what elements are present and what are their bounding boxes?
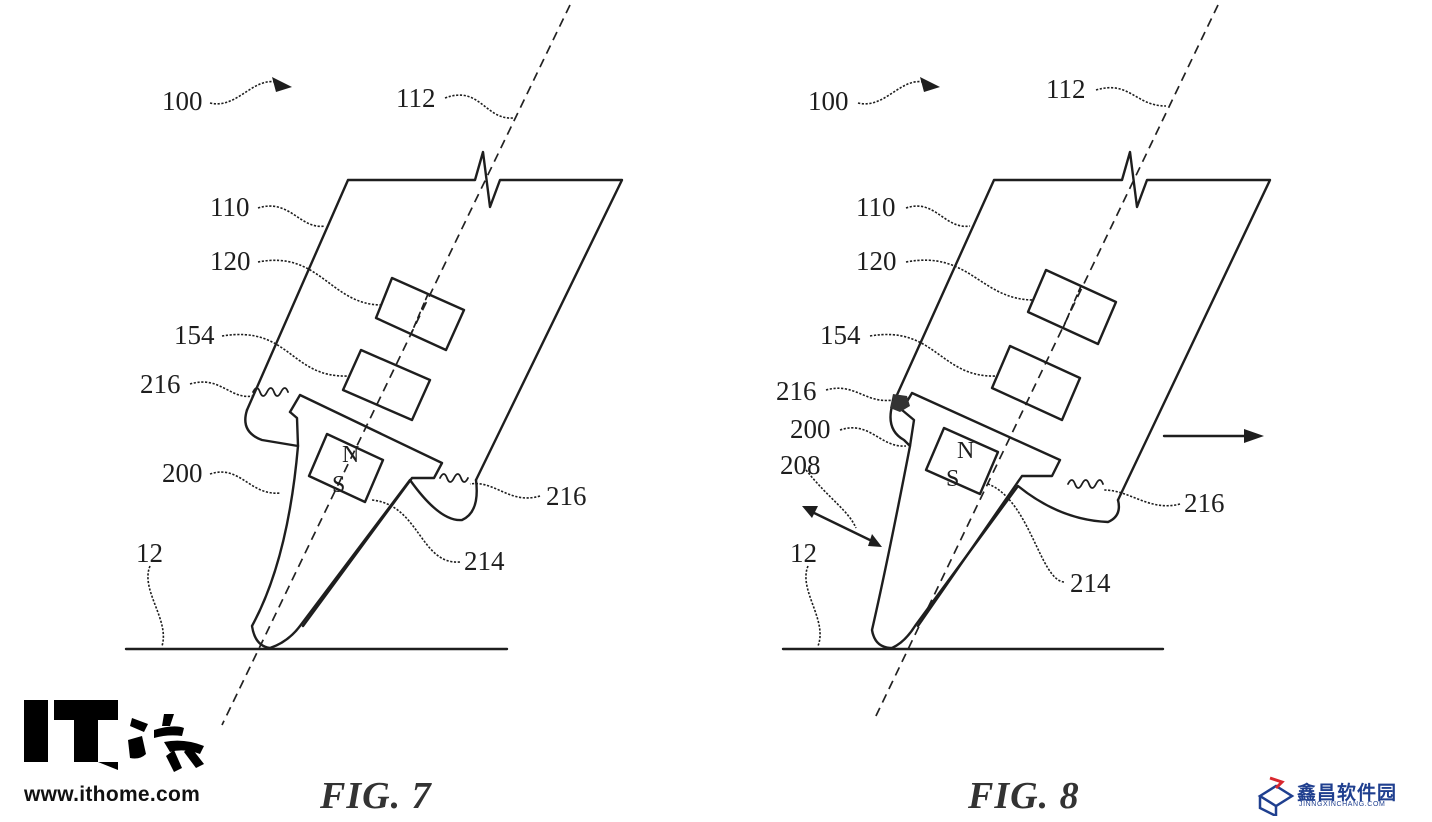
label-100: 100 xyxy=(808,86,849,116)
component-120-axis xyxy=(410,293,429,335)
figure-7: N S 100 112 110 120 154 216 200 216 214 … xyxy=(124,4,624,817)
label-154: 154 xyxy=(174,320,215,350)
label-200: 200 xyxy=(162,458,203,488)
housing-outline xyxy=(890,150,1272,502)
leader-110 xyxy=(905,205,971,227)
label-216-right: 216 xyxy=(546,481,587,511)
arrow-100 xyxy=(920,77,940,92)
leader-120 xyxy=(905,259,1035,301)
leader-216-right xyxy=(469,482,541,499)
magnet-pole-n: N xyxy=(957,438,974,464)
xc-site-name: 鑫昌软件园 xyxy=(1297,782,1398,804)
component-120 xyxy=(1026,268,1118,346)
rotation-arrow-head-a xyxy=(802,506,818,518)
component-154 xyxy=(341,348,432,422)
rotation-arrow-line xyxy=(806,508,876,544)
holder-top xyxy=(900,391,1062,628)
label-110: 110 xyxy=(856,192,896,222)
xc-logo-cube-icon xyxy=(1257,776,1295,816)
label-120: 120 xyxy=(856,246,897,276)
spring-left-compressed xyxy=(890,394,910,412)
label-12: 12 xyxy=(136,538,163,568)
caption-fig8: FIG. 8 xyxy=(967,775,1080,817)
tip-outline xyxy=(870,404,1121,650)
label-112: 112 xyxy=(1046,74,1086,104)
leader-100 xyxy=(209,80,286,105)
leader-216-right xyxy=(1103,489,1181,507)
leader-12 xyxy=(147,565,165,647)
label-100: 100 xyxy=(162,86,203,116)
spring-right xyxy=(1067,479,1104,489)
leader-100 xyxy=(857,80,933,105)
spring-left xyxy=(252,387,289,397)
label-120: 120 xyxy=(210,246,251,276)
ithome-logo xyxy=(24,700,204,772)
magnet-214 xyxy=(924,426,1000,496)
leader-112 xyxy=(1095,87,1167,107)
leader-12 xyxy=(805,565,821,647)
spring-right xyxy=(439,473,469,483)
leader-200 xyxy=(209,471,281,494)
label-214: 214 xyxy=(1070,568,1111,598)
label-216-left: 216 xyxy=(140,369,181,399)
label-214: 214 xyxy=(464,546,505,576)
magnet-pole-n: N xyxy=(342,442,359,468)
component-154 xyxy=(990,344,1082,422)
leader-110 xyxy=(257,205,326,227)
leader-120 xyxy=(257,259,383,306)
leader-214 xyxy=(987,483,1065,583)
magnet-pole-s: S xyxy=(946,466,959,492)
figure-8: N S 100 112 110 120 154 216 200 208 216 xyxy=(776,4,1272,817)
housing-outline xyxy=(245,150,624,482)
label-216-left: 216 xyxy=(776,376,817,406)
holder-top xyxy=(288,393,444,628)
label-200: 200 xyxy=(790,414,831,444)
leader-216-left xyxy=(189,381,254,398)
label-112: 112 xyxy=(396,83,436,113)
axis-line xyxy=(221,4,571,726)
label-154: 154 xyxy=(820,320,861,350)
arrow-100 xyxy=(272,77,292,92)
ithome-url: www.ithome.com xyxy=(24,783,201,806)
label-208: 208 xyxy=(780,450,821,480)
caption-fig7: FIG. 7 xyxy=(319,775,433,817)
rotation-arrow-head-b xyxy=(868,534,882,547)
label-216-right: 216 xyxy=(1184,488,1225,518)
leader-112 xyxy=(444,94,514,119)
leader-154 xyxy=(869,333,997,377)
magnet-pole-s: S xyxy=(332,472,345,498)
motion-arrow-head xyxy=(1244,429,1264,443)
label-110: 110 xyxy=(210,192,250,222)
leader-214 xyxy=(371,499,461,563)
tip-outline xyxy=(244,408,478,650)
holder-left xyxy=(288,410,300,448)
leader-154 xyxy=(221,333,349,377)
leader-216-left xyxy=(825,387,894,402)
component-120-axis xyxy=(1062,285,1082,329)
xc-site-url: JINNGXINCHANG.COM xyxy=(1299,801,1386,808)
holder-left xyxy=(900,408,916,448)
magnet-214 xyxy=(307,432,385,504)
leader-200 xyxy=(839,427,907,447)
label-12: 12 xyxy=(790,538,817,568)
